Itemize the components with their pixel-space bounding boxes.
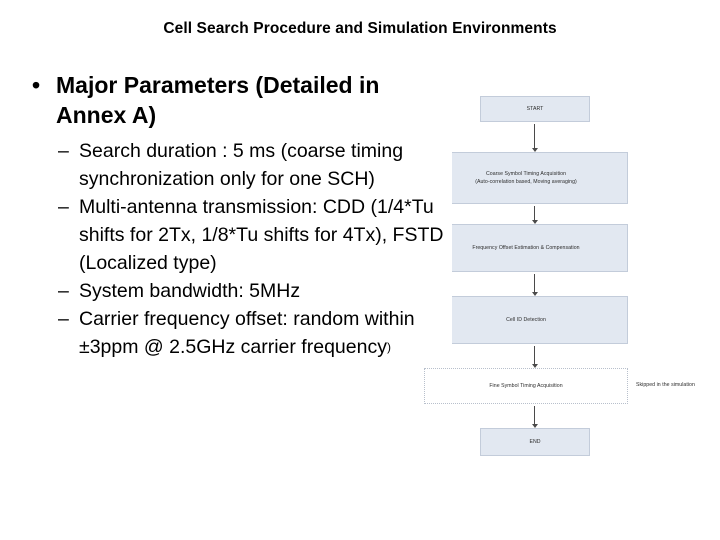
sub-bullet-multi-antenna-label: Multi-antenna transmission: CDD (1/4*Tu … (79, 195, 444, 275)
dash-glyph: – (58, 139, 69, 162)
flowchart-box-frequency-offset: Frequency Offset Estimation & Compensati… (424, 224, 628, 272)
bullet-major-parameters-label: Major Parameters (Detailed in Annex A) (56, 72, 380, 129)
flowchart-note-skipped-in-simulation: Skipped in the simulation (636, 382, 695, 388)
flowchart-box-fine-symbol-timing: Fine Symbol Timing Acquisition (424, 368, 628, 404)
flowchart-box-start: START (480, 96, 590, 122)
flowchart-box-cell-id-detection: Cell ID Detection (424, 296, 628, 344)
sub-bullet-carrier-frequency-offset-label: Carrier frequency offset: random within … (79, 308, 415, 359)
sub-bullet-carrier-frequency-offset: – Carrier frequency offset: random withi… (22, 305, 452, 362)
sub-bullet-system-bandwidth: – System bandwidth: 5MHz (22, 277, 452, 306)
slide-body-text: • Major Parameters (Detailed in Annex A)… (22, 70, 452, 362)
sub-bullet-system-bandwidth-label: System bandwidth: 5MHz (79, 280, 301, 303)
flowchart-arrow-start-to-coarse (531, 124, 538, 152)
dash-glyph: – (58, 195, 69, 218)
bullet-glyph: • (32, 72, 41, 98)
flowchart-arrow-fine-to-end (531, 406, 538, 428)
trailing-paren-glyph: ) (386, 340, 391, 355)
flowchart-box-coarse-symbol-timing: Coarse Symbol Timing Acquisition (Auto-c… (424, 152, 628, 204)
dash-glyph: – (58, 308, 69, 331)
flowchart-box-end: END (480, 428, 590, 456)
cell-search-flowchart: START Coarse Symbol Timing Acquisition (… (424, 96, 720, 476)
flowchart-box-coarse-label: Coarse Symbol Timing Acquisition (Auto-c… (475, 170, 577, 185)
flowchart-arrow-frequency-to-cellid (531, 274, 538, 296)
sub-bullet-search-duration: – Search duration : 5 ms (coarse timing … (22, 136, 452, 193)
bullet-major-parameters: • Major Parameters (Detailed in Annex A) (22, 70, 452, 131)
flowchart-arrow-cellid-to-fine (531, 346, 538, 368)
sub-bullet-multi-antenna: – Multi-antenna transmission: CDD (1/4*T… (22, 192, 452, 278)
sub-bullet-search-duration-label: Search duration : 5 ms (coarse timing sy… (79, 139, 404, 190)
flowchart-arrow-coarse-to-frequency (531, 206, 538, 224)
slide-title: Cell Search Procedure and Simulation Env… (163, 20, 557, 37)
dash-glyph: – (58, 280, 69, 303)
